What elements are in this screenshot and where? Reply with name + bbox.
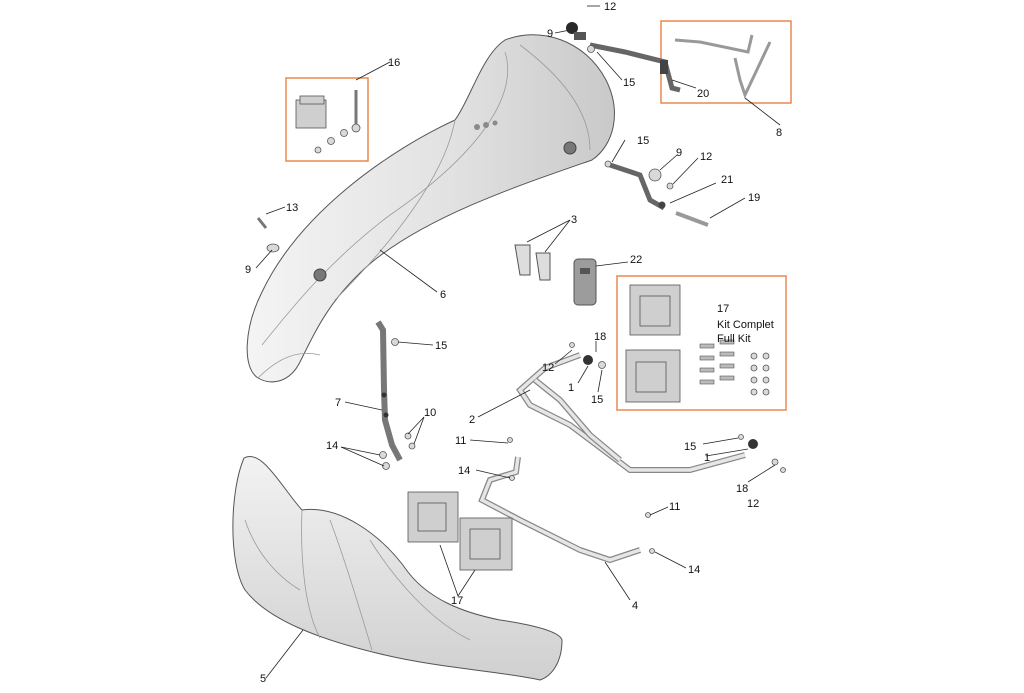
- callout-15: 15: [637, 135, 649, 147]
- callout-labels: 12 9 15 20 8 16 15 9 12 21 19 13 9 6 3 2…: [245, 1, 782, 685]
- callout-9: 9: [245, 264, 251, 276]
- kit-label-fr: Kit Complet: [717, 319, 774, 331]
- callout-12: 12: [747, 498, 759, 510]
- callout-2: 2: [469, 414, 475, 426]
- rail-2: [516, 342, 786, 473]
- callout-11: 11: [455, 435, 466, 447]
- callout-18: 18: [594, 331, 606, 343]
- callout-12: 12: [604, 1, 616, 13]
- callout-13: 13: [286, 202, 298, 214]
- callout-14: 14: [688, 564, 700, 576]
- strut-7: [375, 320, 416, 470]
- callout-15: 15: [684, 441, 696, 453]
- callout-9: 9: [676, 147, 682, 159]
- callout-14: 14: [458, 465, 470, 477]
- bracket-20: [566, 22, 681, 93]
- callout-21: 21: [721, 174, 733, 186]
- callout-9: 9: [547, 28, 553, 40]
- callout-12: 12: [700, 151, 712, 163]
- hardware-13-9: [256, 217, 280, 253]
- callout-1: 1: [704, 452, 710, 464]
- callout-1: 1: [568, 382, 574, 394]
- callout-4: 4: [632, 600, 638, 612]
- callout-7: 7: [335, 397, 341, 409]
- callout-16: 16: [388, 57, 400, 69]
- callout-12: 12: [542, 362, 554, 374]
- clips-3: [514, 244, 551, 281]
- callout-15: 15: [623, 77, 635, 89]
- callout-18: 18: [736, 483, 748, 495]
- callout-3: 3: [571, 214, 577, 226]
- kit-label-en: Full Kit: [717, 333, 751, 345]
- callout-10: 10: [424, 407, 436, 419]
- leader-lines: [255, 5, 781, 679]
- block-22: [573, 258, 597, 306]
- callout-6: 6: [440, 289, 446, 301]
- bracket-21-19: [604, 160, 709, 227]
- kit-box-16: [285, 77, 369, 162]
- callout-5: 5: [260, 673, 266, 685]
- callout-11: 11: [669, 501, 680, 513]
- callout-17: 17: [451, 595, 463, 607]
- blocks-17: [407, 491, 513, 571]
- callout-22: 22: [630, 254, 642, 266]
- callout-15: 15: [435, 340, 447, 352]
- kit-number: 17: [717, 303, 729, 315]
- kit-box-8: [660, 20, 792, 104]
- callout-8: 8: [776, 127, 782, 139]
- callout-19: 19: [748, 192, 760, 204]
- kit-box-17: [616, 275, 787, 411]
- callout-20: 20: [697, 88, 709, 100]
- callout-14: 14: [326, 440, 338, 452]
- rear-fender: [246, 34, 615, 383]
- seat: [232, 455, 563, 681]
- rail-4: [478, 437, 655, 564]
- callout-15: 15: [591, 394, 603, 406]
